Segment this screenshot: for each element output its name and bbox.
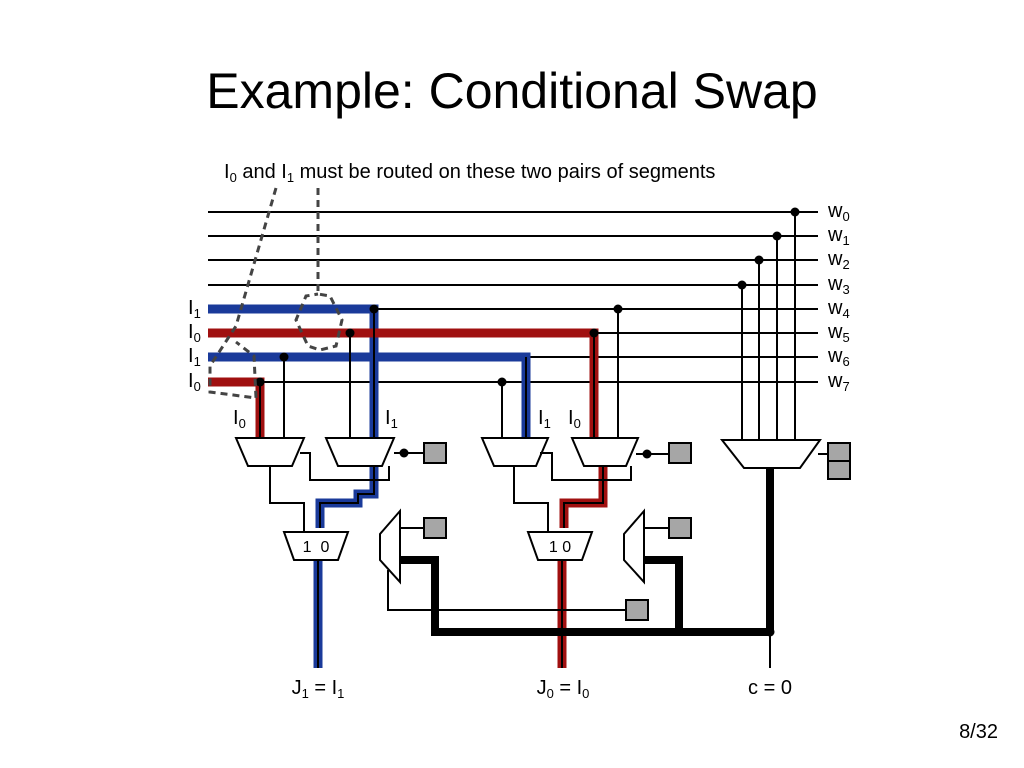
wire-labels: w0 w1 w2 w3 w4 w5 w6 w7 [827, 200, 850, 394]
config-bit [668, 517, 692, 539]
input-label: I0 [188, 321, 201, 345]
mux-2 [324, 437, 396, 467]
wire-label: w7 [827, 370, 850, 394]
mux-label: I1 [385, 407, 398, 431]
output-labels: J1 = I1 J0 = I0 c = 0 [292, 677, 792, 701]
input-muxes [234, 437, 822, 469]
callout-text: I0 and I1 must be routed on these two pa… [224, 161, 715, 185]
mux-label: I0 [233, 407, 246, 431]
mux-4 [570, 437, 640, 467]
mux-label: I1 [538, 407, 551, 431]
swap-mux-2-label: 1 0 [549, 539, 571, 556]
mux-3 [480, 437, 550, 467]
input-label: I1 [188, 297, 201, 321]
wire-label: w0 [827, 200, 850, 224]
mux-label: I0 [568, 407, 581, 431]
wire-label: w5 [827, 321, 850, 345]
config-bit [625, 599, 649, 621]
config-bit [827, 460, 851, 480]
output-label-j0: J0 = I0 [537, 677, 590, 701]
side-mux-2 [623, 508, 645, 585]
input-label: I1 [188, 345, 201, 369]
mux-big [719, 439, 822, 469]
swap-mux-1 [282, 531, 350, 561]
slide-title: Example: Conditional Swap [206, 63, 818, 119]
config-bits [423, 442, 851, 621]
wire-label: w4 [827, 297, 850, 321]
wire-label: w2 [827, 248, 850, 272]
side-mux-1 [379, 508, 401, 585]
input-label: I0 [188, 370, 201, 394]
control-routing [396, 468, 774, 636]
mux-inputs [283, 212, 796, 440]
config-bit [827, 442, 851, 462]
blue-route-highlight [208, 304, 531, 668]
config-bit [423, 517, 447, 539]
red-route-highlight [208, 328, 608, 668]
swap-mux-1-label: 1 0 [303, 539, 330, 556]
output-label-c: c = 0 [748, 677, 792, 699]
config-bit [423, 442, 447, 464]
page-number: 8/32 [959, 721, 998, 743]
output-label-j1: J1 = I1 [292, 677, 345, 701]
wire-label: w1 [827, 224, 850, 248]
mux-wiring [269, 452, 828, 668]
wire-label: w6 [827, 345, 850, 369]
mux-labels: I0 I1 I1 I0 [233, 407, 581, 431]
swap-mux-2 [526, 531, 594, 561]
wire-label: w3 [827, 273, 850, 297]
callout-outline [208, 187, 344, 400]
config-bit [668, 442, 692, 464]
swap-muxes [282, 508, 645, 585]
mux-1 [234, 437, 306, 467]
input-labels: I1 I0 I1 I0 [188, 297, 201, 394]
